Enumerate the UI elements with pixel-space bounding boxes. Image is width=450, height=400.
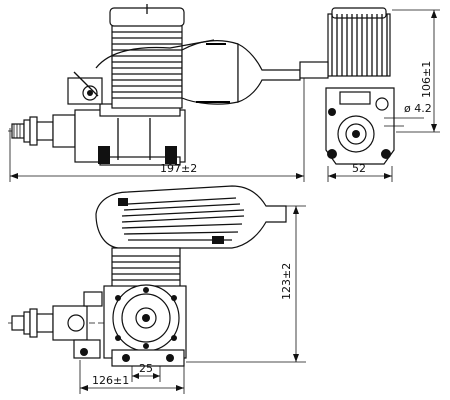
top-view: 123±2 126±1 25	[8, 185, 306, 394]
front-exhaust-stub	[299, 61, 329, 79]
top-prop-shaft	[8, 291, 104, 359]
front-height-label: 106±1	[420, 61, 433, 98]
top-exhaust-muffler	[95, 185, 287, 249]
cooling-fins	[109, 4, 185, 109]
top-crankcase	[103, 284, 187, 367]
top-mount-width-label: 25	[139, 362, 153, 375]
side-length-label: 197±2	[160, 162, 197, 175]
dim-top-mount: 25	[131, 362, 161, 382]
front-width-label: 52	[352, 162, 366, 175]
top-height-label: 123±2	[280, 263, 293, 300]
dim-top-offset: 126±1	[79, 360, 185, 394]
propeller-shaft	[8, 114, 78, 148]
carburettor	[67, 71, 103, 105]
dim-front-height: 106±1	[392, 9, 440, 133]
dim-hole: ø 4.2	[384, 102, 432, 127]
front-cooling-fins	[327, 7, 391, 77]
front-view: ø 4.2 106±1 52	[299, 7, 440, 182]
dim-front-width: 52	[327, 162, 393, 182]
hole-diameter-label: ø 4.2	[404, 102, 432, 115]
top-cylinder	[111, 247, 181, 289]
front-crankcase	[325, 87, 395, 165]
dim-side-length: 197±2	[9, 72, 305, 182]
dim-top-height: 123±2	[186, 205, 306, 363]
top-offset-label: 126±1	[92, 374, 129, 387]
exhaust-muffler	[95, 39, 301, 105]
side-view: PB	[8, 4, 305, 182]
